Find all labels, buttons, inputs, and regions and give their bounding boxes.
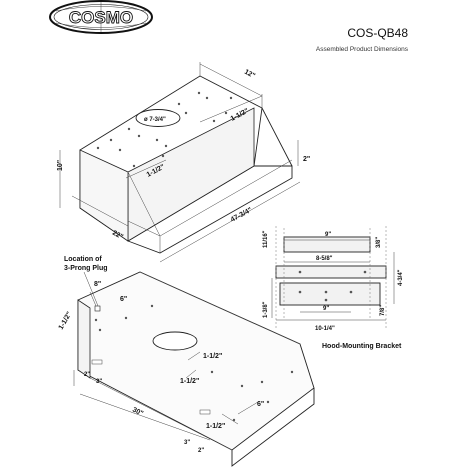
model-number: COS-QB48 [347, 26, 408, 40]
plug-label-line2: 3-Prong Plug [64, 265, 108, 272]
dim-bracket-top-right: 3/8" [376, 237, 382, 248]
dim-duct-off-a: 1-1/2" [203, 353, 222, 360]
dim-height: 10" [57, 160, 64, 171]
dim-bracket-top-width: 9" [325, 232, 331, 238]
plug-label-line1: Location of [64, 256, 102, 263]
hood-top-view [59, 62, 301, 263]
dim-depth: 22" [111, 230, 124, 241]
dim-lip: 2" [303, 156, 310, 163]
dim-duct-off-b: 1-1/2" [180, 378, 199, 385]
bracket-caption: Hood-Mounting Bracket [322, 343, 402, 350]
dim-bracket-top-left: 11/16" [263, 230, 269, 248]
page-subtitle: Assembled Product Dimensions [316, 46, 409, 53]
dim-slot-span: 30" [131, 407, 144, 418]
dim-bracket-full-width: 10-1/4" [315, 326, 335, 332]
dim-plug-x: 8" [94, 281, 101, 288]
dim-width: 12" [243, 69, 256, 80]
dim-length: 47-3/4" [230, 207, 254, 224]
dim-slot-a: 2" [84, 372, 90, 378]
dim-duct-diameter: ø 7-3/4" [144, 117, 166, 123]
dim-bracket-left-height: 1-3/8" [263, 301, 269, 318]
dim-slot-c: 3" [184, 440, 190, 446]
dim-plug-edge: 1-1/2" [58, 311, 74, 331]
bracket-dimensions: 9" 11/16" 3/8" 8-5/8" 4-3/4" 1-3/8" 7/8"… [263, 230, 404, 350]
dim-plug-y: 6" [120, 296, 127, 303]
dim-right-edge: 1-1/2" [206, 423, 225, 430]
dim-bracket-right-height: 7/8" [380, 305, 386, 316]
logo-text: COSMO [69, 8, 133, 27]
dim-slot-b: 3" [96, 379, 102, 385]
bottom-view-dimensions: Location of 3-Prong Plug 8" 6" 1-1/2" 1-… [58, 256, 265, 454]
dim-slot-d: 2" [198, 448, 204, 454]
plug-leader [83, 271, 99, 307]
dim-bracket-bottom-width: 9" [323, 306, 329, 312]
mounting-bracket [271, 226, 395, 330]
dim-bracket-side-height: 4-3/4" [398, 269, 404, 286]
dim-right-depth: 6" [257, 401, 264, 408]
hood-bottom-view [73, 271, 315, 467]
dim-bracket-inner-width: 8-5/8" [316, 256, 333, 262]
cosmo-logo: COSMO [49, 0, 153, 34]
